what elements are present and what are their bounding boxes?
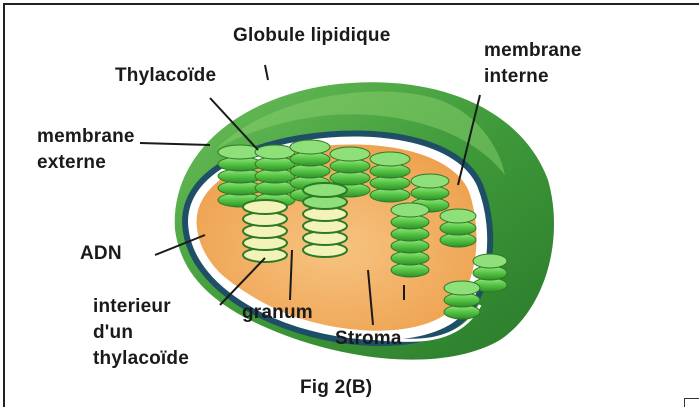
label-thylacoide: Thylacoïde [115, 65, 216, 87]
corner-mark [684, 398, 699, 407]
label-membrane-externe: membrane externe [37, 124, 135, 176]
granum-stack [440, 209, 476, 247]
label-membrane-interne-line1: membrane [484, 38, 582, 64]
label-interieur-line3: thylacoïde [93, 346, 189, 372]
label-granum: granum [242, 302, 313, 324]
granum-stack-front [243, 200, 287, 262]
granum-stack [255, 145, 295, 207]
figure-caption: Fig 2(B) [300, 377, 372, 399]
label-globule-lipidique: Globule lipidique [233, 25, 391, 47]
label-interieur-line1: interieur [93, 294, 189, 320]
label-membrane-externe-line2: externe [37, 150, 135, 176]
granum-stack-front [303, 183, 347, 257]
granum-stack [444, 281, 480, 319]
label-membrane-interne-line2: interne [484, 64, 582, 90]
label-adn: ADN [80, 243, 122, 265]
label-membrane-interne: membrane interne [484, 38, 582, 90]
label-membrane-externe-line1: membrane [37, 124, 135, 150]
label-stroma: Stroma [335, 328, 402, 350]
label-interieur-thylacoide: interieur d'un thylacoïde [93, 294, 189, 372]
label-interieur-line2: d'un [93, 320, 189, 346]
